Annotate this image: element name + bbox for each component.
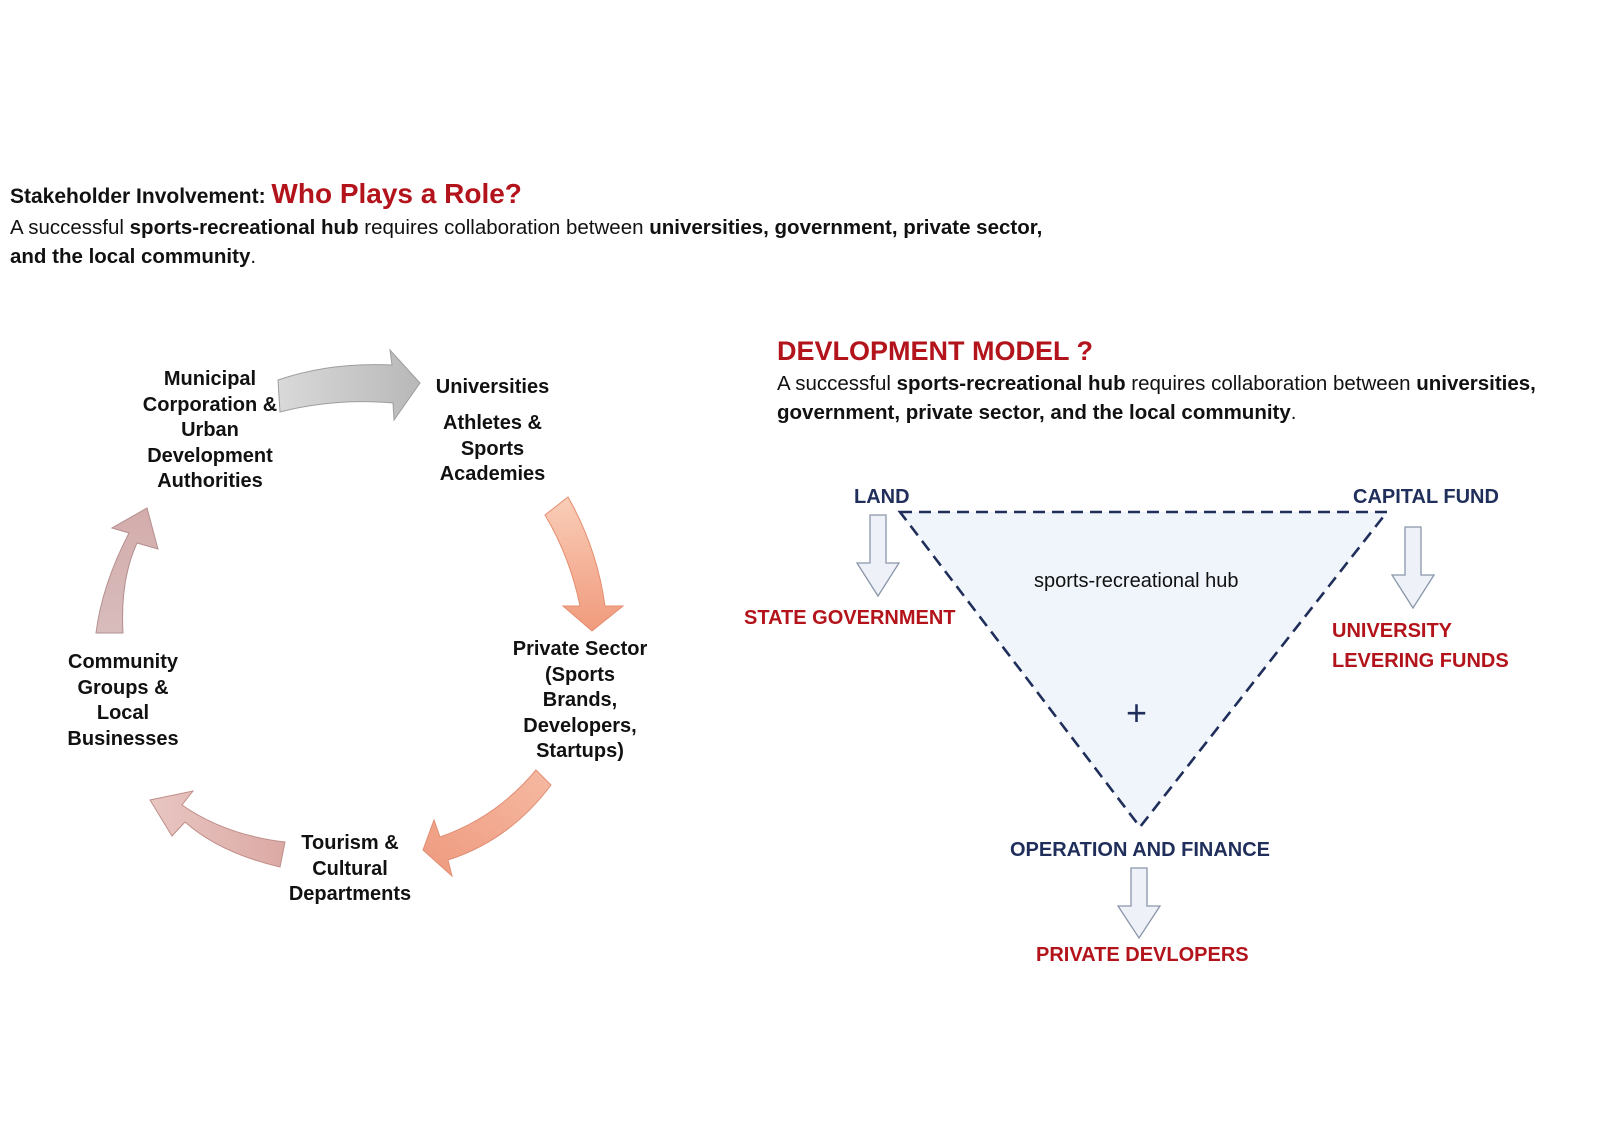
plus-icon: +	[1126, 692, 1148, 733]
cycle-arrow-top-right-icon	[277, 348, 421, 422]
corner-capital-label: CAPITAL FUND	[1353, 486, 1499, 508]
triangle-center-label: sports-recreational hub	[1034, 570, 1239, 592]
cycle-arrow-right-down-icon	[544, 496, 625, 632]
actor-university-line1: UNIVERSITY	[1332, 620, 1453, 642]
model-intro-paragraph: A successful sports-recreational hub req…	[777, 372, 1536, 424]
capital-down-arrow-icon	[1390, 526, 1436, 610]
corner-operation-label: OPERATION AND FINANCE	[1010, 839, 1270, 861]
model-title: DEVLOPMENT MODEL ?	[777, 336, 1094, 366]
page-header: Stakeholder Involvement: Who Plays a Rol…	[10, 178, 1070, 271]
model-triangle	[897, 510, 1390, 830]
cycle-arrow-bottom-left-icon	[149, 790, 286, 868]
cycle-node-athletes: Athletes & Sports Academies	[439, 412, 546, 485]
cycle-node-municipal: Municipal Corporation & Urban Developmen…	[142, 368, 278, 492]
heading-prefix: Stakeholder Involvement:	[10, 185, 272, 208]
operation-down-arrow-icon	[1116, 867, 1162, 940]
cycle-node-community: Community Groups & Local Businesses	[67, 651, 179, 750]
cycle-node-private-sector: Private Sector (Sports Brands, Developer…	[512, 638, 648, 762]
cycle-arrow-left-up-icon	[95, 507, 159, 634]
corner-land-label: LAND	[854, 486, 910, 508]
actor-private-developers: PRIVATE DEVLOPERS	[1036, 944, 1249, 966]
heading-title: Who Plays a Role?	[271, 178, 522, 209]
cycle-node-tourism: Tourism & Cultural Departments	[288, 832, 412, 905]
actor-university-line2: LEVERING FUNDS	[1332, 650, 1509, 672]
intro-paragraph: A successful sports-recreational hub req…	[10, 216, 1043, 268]
page-heading: Stakeholder Involvement: Who Plays a Rol…	[10, 178, 1070, 213]
land-down-arrow-icon	[855, 514, 901, 598]
cycle-node-universities: Universities	[435, 376, 550, 398]
cycle-arrow-bottom-right-icon	[422, 769, 552, 878]
actor-state-government: STATE GOVERNMENT	[744, 607, 956, 629]
model-header: DEVLOPMENT MODEL ? A successful sports-r…	[777, 333, 1597, 427]
